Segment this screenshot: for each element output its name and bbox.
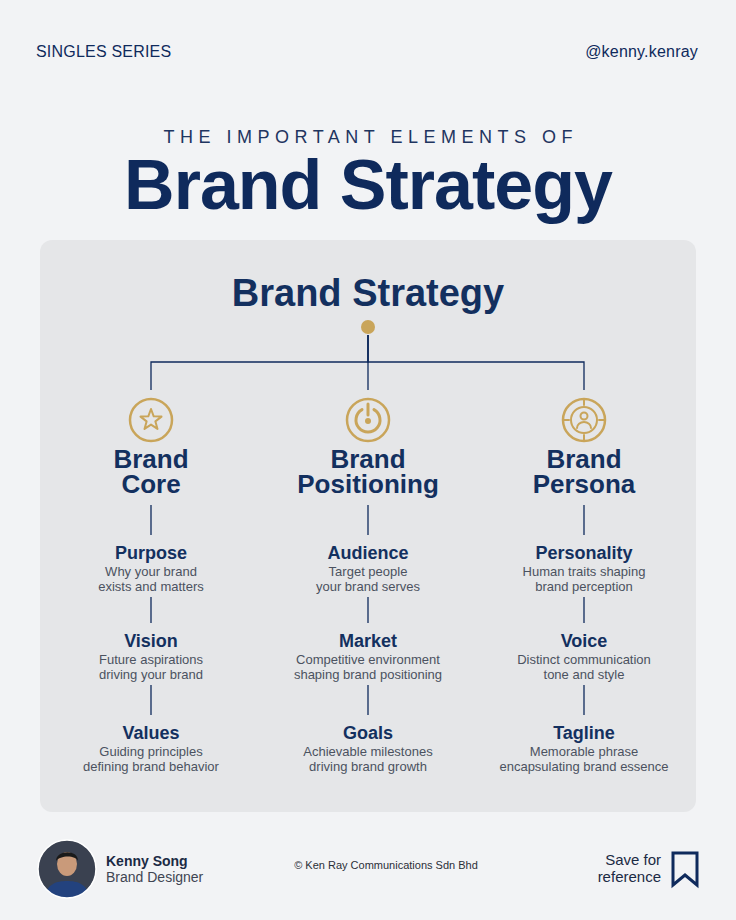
target-tick (583, 435, 585, 441)
core-icon (130, 399, 172, 441)
pillar-node: Brand Positioning (268, 390, 468, 505)
label-text: THE IMPORTANT ELEMENTS OF (68, 126, 668, 148)
pillar-heading: Brand Positioning (297, 447, 439, 497)
element-node: AudienceTarget people your brand serves (268, 535, 468, 597)
element-node: GoalsAchievable milestones driving brand… (268, 715, 468, 777)
icon-ring (347, 399, 389, 441)
connector-line (367, 597, 368, 623)
target-ring (571, 407, 597, 433)
element-node: PurposeWhy your brand exists and matters (51, 535, 251, 597)
connector-line (367, 685, 368, 715)
pillar-node: Brand Core (51, 390, 251, 505)
label-text: SINGLES SERIES (36, 43, 256, 61)
icon-ring (563, 399, 605, 441)
connector-line (583, 597, 584, 623)
element-node: VisionFuture aspirations driving your br… (51, 623, 251, 685)
avatar (38, 840, 96, 900)
element-description: Future aspirations driving your brand (89, 652, 214, 682)
positioning-icon (347, 399, 389, 441)
connector-line (583, 685, 584, 715)
connector-line (150, 685, 151, 715)
element-description: Target people your brand serves (315, 564, 421, 594)
connector-line (367, 505, 368, 535)
target-tick (563, 419, 569, 421)
element-heading: Voice (484, 630, 684, 652)
root-node: Brand Strategy (218, 270, 518, 335)
target-tick (599, 419, 605, 421)
element-heading: Values (51, 722, 251, 744)
avatar-face (57, 852, 77, 876)
element-heading: Purpose (51, 542, 251, 564)
element-node: TaglineMemorable phrase encapsulating br… (484, 715, 684, 777)
label-text: Brand Designer (106, 868, 276, 886)
panel (40, 240, 696, 812)
root-dot (361, 320, 375, 334)
element-description: Human traits shaping brand perception (520, 564, 648, 594)
label-text: @kenny.kenray (478, 43, 698, 61)
bookmark-icon (673, 853, 697, 885)
power-bar (367, 404, 370, 415)
root-heading: Brand Strategy (218, 270, 518, 316)
connector-line (150, 505, 151, 535)
element-heading: Goals (268, 722, 468, 744)
element-description: Memorable phrase encapsulating brand ess… (497, 744, 672, 774)
element-node: VoiceDistinct communication tone and sty… (484, 623, 684, 685)
element-node: MarketCompetitive environment shaping br… (268, 623, 468, 685)
persona-icon (563, 399, 605, 441)
element-node: ValuesGuiding principles defining brand … (51, 715, 251, 777)
person-body (577, 422, 591, 428)
element-description: Guiding principles defining brand behavi… (77, 744, 225, 774)
element-description: Why your brand exists and matters (94, 564, 209, 594)
person-head (581, 413, 588, 420)
avatar-ring (38, 840, 96, 898)
power-dot (365, 418, 371, 424)
star-symbol (141, 409, 162, 429)
label-text: Save for reference (589, 851, 661, 885)
avatar-body (44, 881, 90, 900)
target-tick (583, 399, 585, 405)
element-heading: Vision (51, 630, 251, 652)
pillar-heading: Brand Persona (533, 447, 636, 497)
connector-line (151, 335, 368, 390)
label-text: Kenny Song (106, 852, 276, 870)
element-description: Distinct communication tone and style (514, 652, 654, 682)
pillar-node: Brand Persona (484, 390, 684, 505)
element-node: PersonalityHuman traits shaping brand pe… (484, 535, 684, 597)
element-description: Competitive environment shaping brand po… (292, 652, 444, 682)
connector-line (368, 335, 584, 390)
element-heading: Audience (268, 542, 468, 564)
label-text: © Ken Ray Communications Sdn Bhd (226, 858, 546, 872)
connector-line (583, 505, 584, 535)
element-heading: Tagline (484, 722, 684, 744)
avatar-hair (56, 852, 78, 861)
icon-ring (130, 399, 172, 441)
element-description: Achievable milestones driving brand grow… (301, 744, 435, 774)
element-heading: Market (268, 630, 468, 652)
main-title: Brand Strategy (68, 145, 668, 225)
connector-line (150, 597, 151, 623)
pillar-heading: Brand Core (113, 447, 188, 497)
element-heading: Personality (484, 542, 684, 564)
